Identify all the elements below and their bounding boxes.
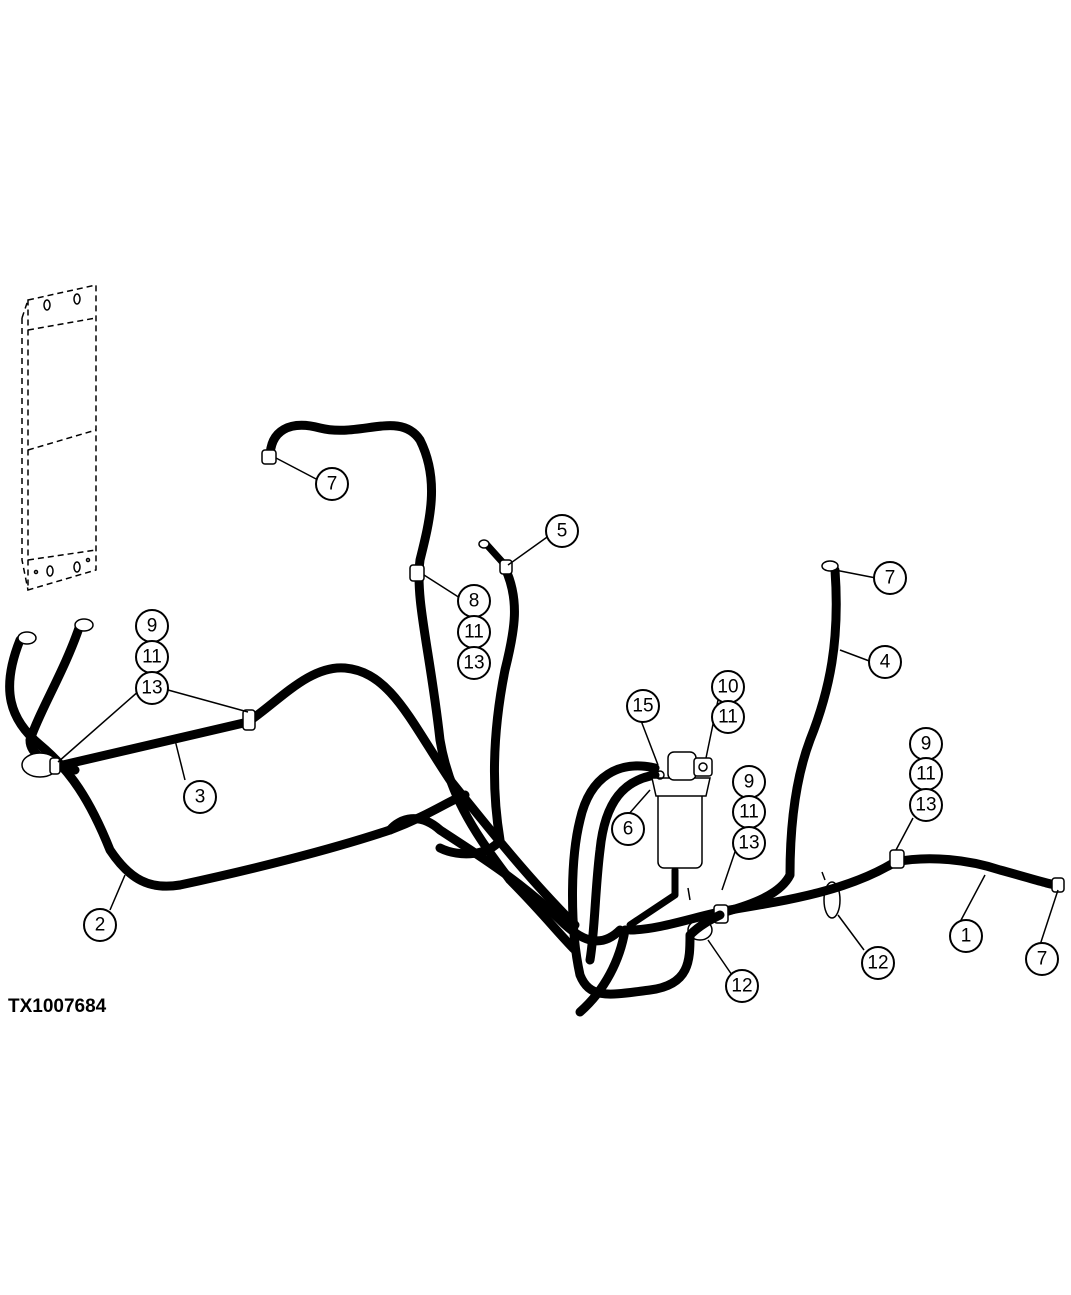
callout-label: 11 [739,802,759,823]
callout-label: 2 [95,915,106,936]
callout-11-d: 11 [909,757,943,791]
callout-label: 10 [717,677,738,698]
callout-label: 13 [738,833,759,854]
figure-id: TX1007684 [8,996,107,1017]
callout-7-bottom: 7 [1025,942,1059,976]
callout-label: 8 [469,591,480,612]
callout-4: 4 [868,645,902,679]
callout-13-a: 13 [457,646,491,680]
callout-13-b: 13 [135,671,169,705]
callout-11-b: 11 [135,640,169,674]
callout-11-e: 11 [732,795,766,829]
callout-label: 12 [731,976,752,997]
fuel-filter [651,751,713,869]
callout-12-bottom: 12 [725,969,759,1003]
callout-11-c: 11 [711,700,745,734]
callout-13-c: 13 [909,788,943,822]
callout-6: 6 [611,812,645,846]
callout-9-b: 9 [909,727,943,761]
callout-label: 11 [718,707,738,728]
hose-3 [21,663,580,930]
callout-label: 11 [142,647,162,668]
callout-label: 13 [141,678,162,699]
hose-4 [720,560,841,917]
callout-5: 5 [545,514,579,548]
callout-label: 7 [1037,949,1048,970]
callout-label: 9 [921,734,932,755]
clamps-12 [687,871,841,941]
callout-8: 8 [457,584,491,618]
callout-7-right: 7 [873,561,907,595]
cooler-panel [21,284,97,592]
callout-label: 7 [885,568,896,589]
callout-7-top: 7 [315,467,349,501]
callout-label: 13 [915,795,936,816]
callout-9-a: 9 [135,609,169,643]
callout-label: 13 [463,653,484,674]
callout-1: 1 [949,919,983,953]
callout-label: 9 [744,772,755,793]
callout-label: 12 [867,953,888,974]
callout-label: 1 [961,926,972,947]
callout-9-c: 9 [732,765,766,799]
callout-label: 15 [632,696,653,717]
callout-label: 11 [916,764,936,785]
callout-label: 3 [195,787,206,808]
hose-left-upper [17,618,94,775]
callout-2: 2 [83,908,117,942]
callout-13-d: 13 [732,826,766,860]
callout-label: 11 [464,622,484,643]
callout-12-right: 12 [861,946,895,980]
callout-label: 9 [147,616,158,637]
leader-lines [57,457,1059,976]
callout-label: 4 [880,652,891,673]
callout-label: 7 [327,474,338,495]
callout-10: 10 [711,670,745,704]
callout-3: 3 [183,780,217,814]
callout-15: 15 [626,689,660,723]
callout-11-a: 11 [457,615,491,649]
callout-label: 6 [623,819,634,840]
callout-label: 5 [557,521,568,542]
hose-top-loop [261,420,580,955]
